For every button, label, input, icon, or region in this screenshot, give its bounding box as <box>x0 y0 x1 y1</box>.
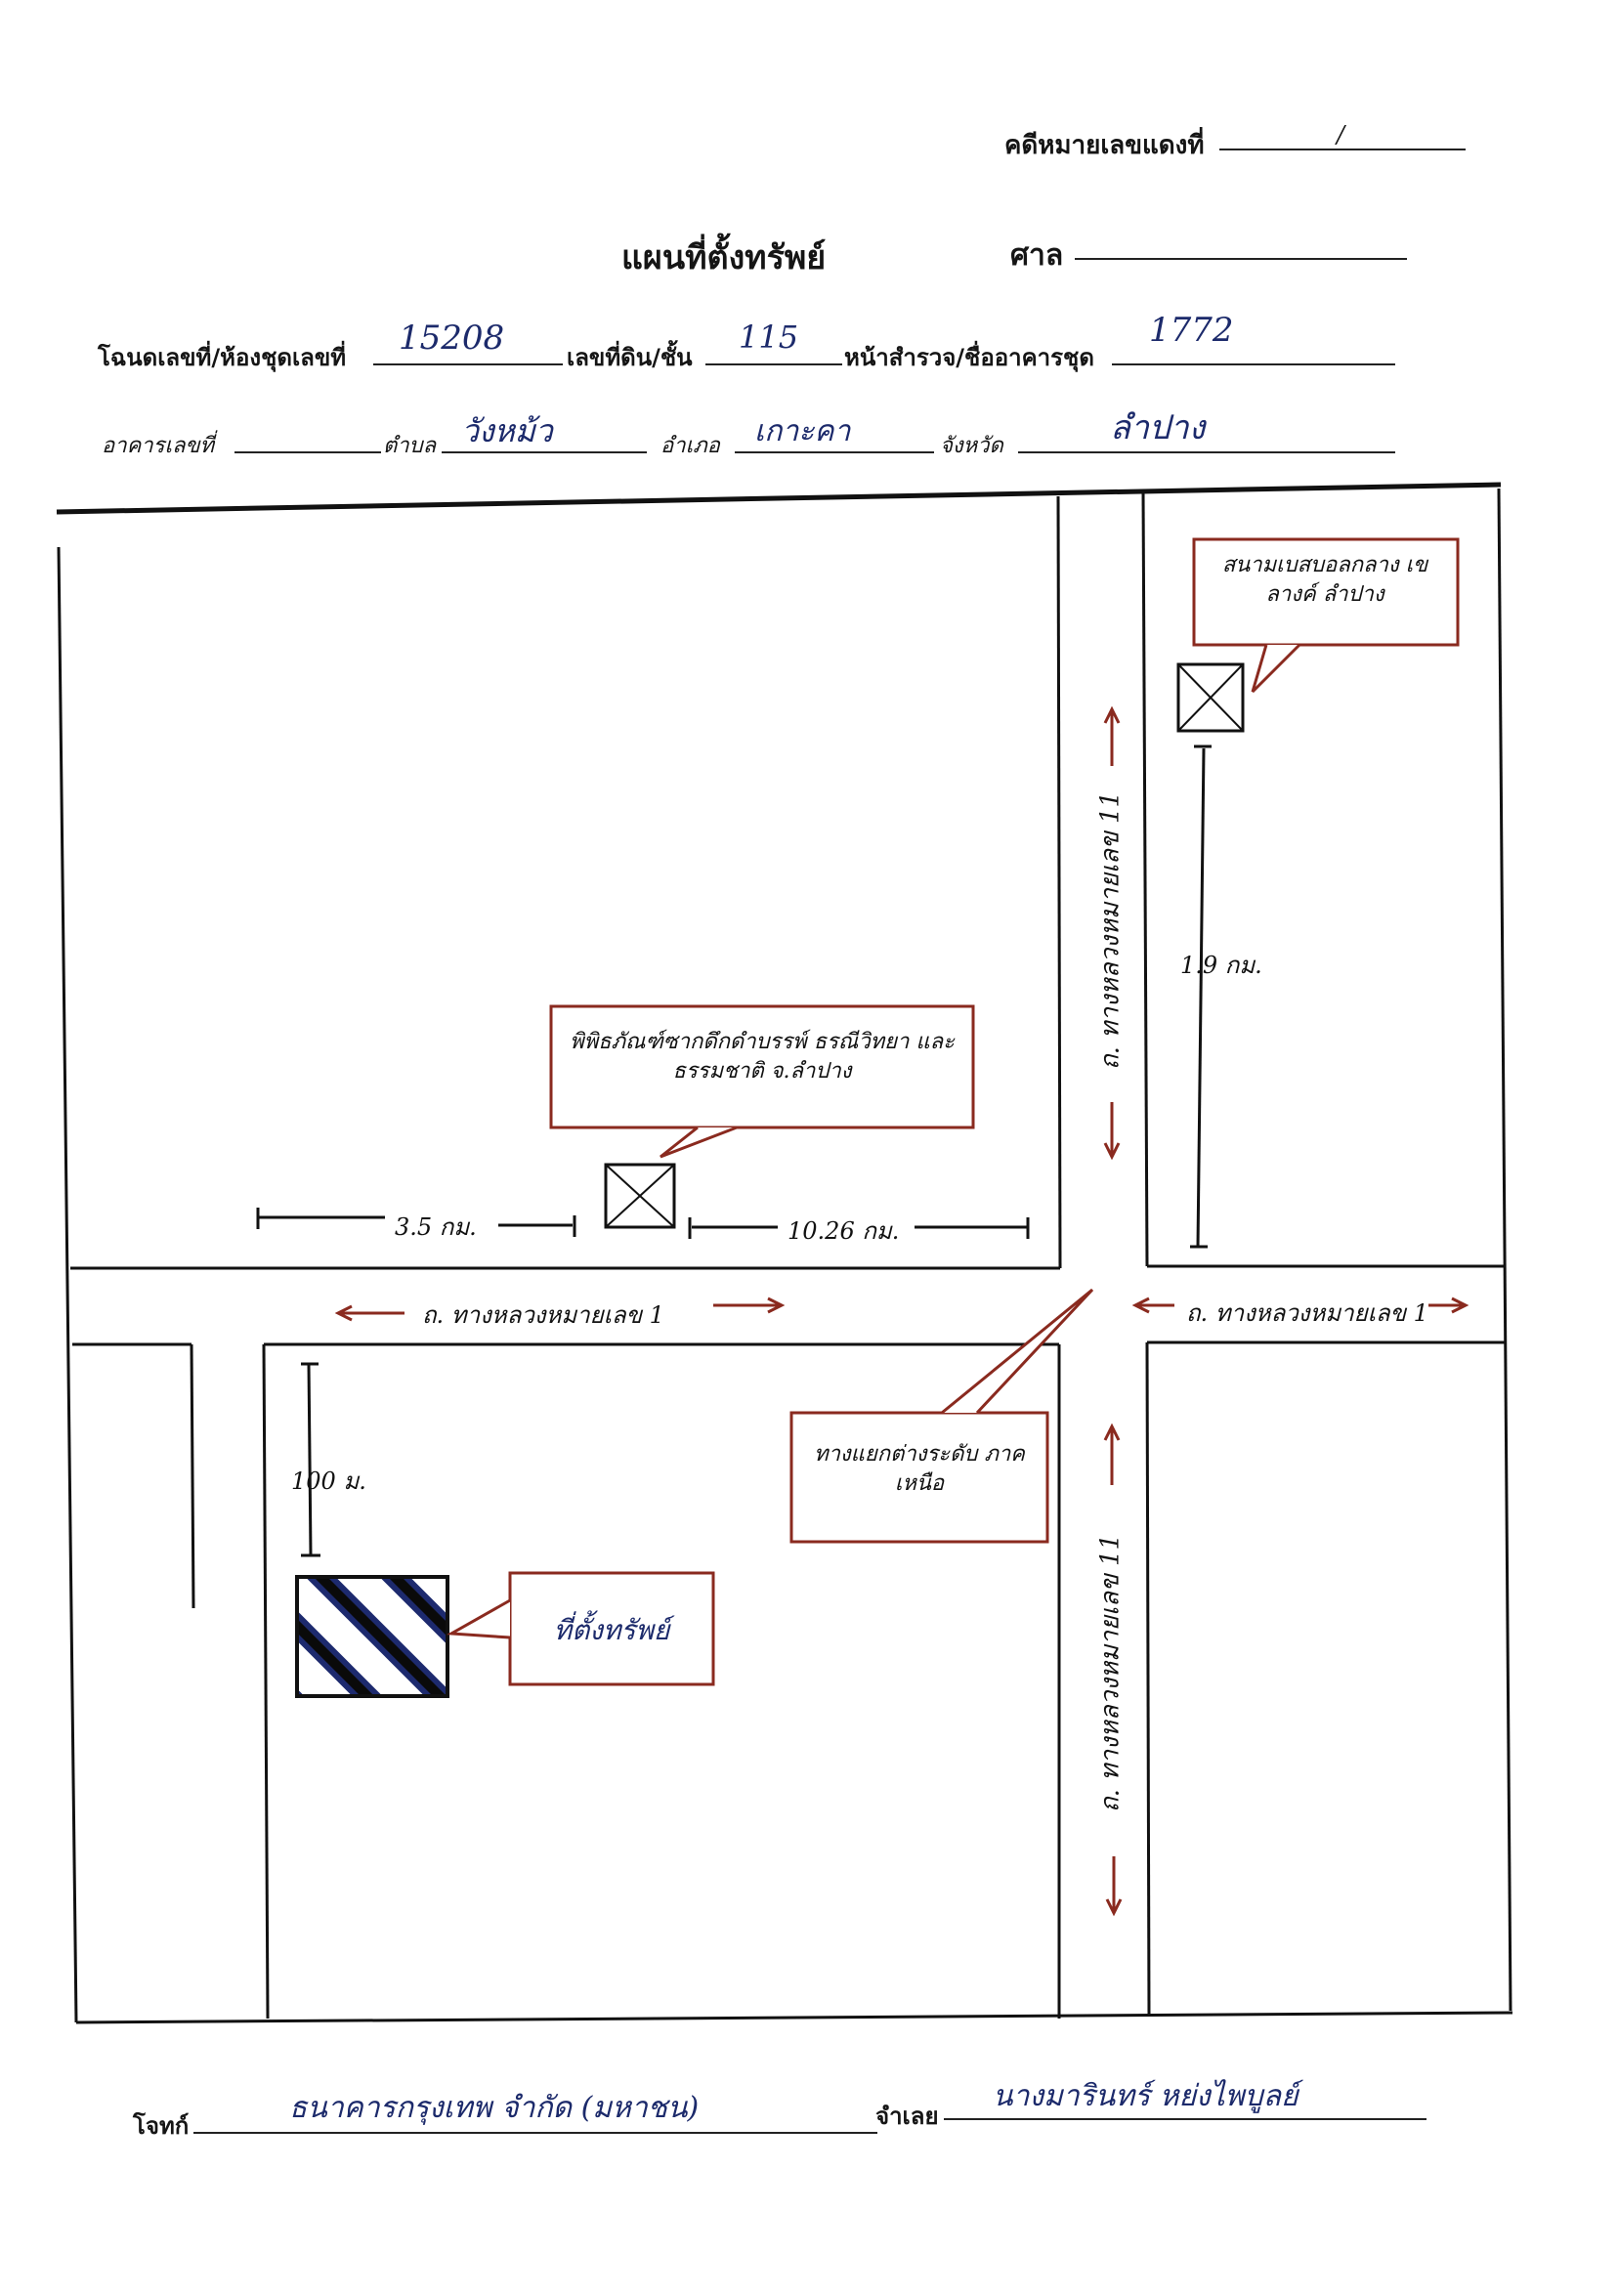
stadium-callout-box <box>1192 537 1460 647</box>
property-marker <box>297 1577 447 1696</box>
survey-value: 1772 <box>1149 311 1234 350</box>
subdistrict-value: วังหม้ว <box>461 412 553 449</box>
intersection-callout-pointer <box>941 1288 1094 1415</box>
building-number-line <box>234 451 381 453</box>
dist-left-label: 3.5 กม. <box>395 1213 477 1241</box>
road-h-label-right: ถ. ทางหลวงหมายเลข 1 <box>1186 1299 1428 1327</box>
stadium-marker <box>1176 662 1245 733</box>
dist-vertical-label: 1.9 กม. <box>1180 952 1262 979</box>
road-v-left-edge <box>1056 495 1062 1269</box>
road-v-right-edge-lower <box>1145 1341 1151 2018</box>
museum-marker <box>604 1163 676 1229</box>
case-number-label: คดีหมายเลขแดงที่ <box>1004 131 1205 160</box>
plaintiff-label: โจทก์ <box>133 2112 190 2140</box>
map-right-border <box>1497 488 1512 2012</box>
plaintiff-line <box>193 2132 877 2134</box>
dist-vertical-line <box>1196 747 1206 1248</box>
court-label: ศาล <box>1010 238 1064 273</box>
intersection-label: ทางแยกต่างระดับ ภาคเหนือ <box>814 1442 1025 1496</box>
side-road-left-edge <box>190 1343 195 1609</box>
map-left-border <box>57 546 78 2023</box>
road-v-arrows-lower <box>1103 1423 1123 1917</box>
defendant-line <box>944 2118 1426 2120</box>
province-label: จังหวัด <box>940 434 1003 458</box>
side-road-right-edge <box>262 1343 270 2020</box>
dist-right-line <box>688 1217 1030 1239</box>
museum-callout-box <box>549 1004 975 1129</box>
district-line <box>735 451 934 453</box>
case-number-value: / <box>1337 121 1345 149</box>
subdistrict-line <box>442 451 647 453</box>
survey-line <box>1112 363 1395 365</box>
property-label: ที่ตั้งทรัพย์ <box>553 1614 670 1646</box>
museum-callout-pointer <box>660 1126 738 1159</box>
road-v-label-lower: ถ. ทางหลวงหมายเลข 11 <box>1095 1533 1126 1813</box>
road-h-label-left: ถ. ทางหลวงหมายเลข 1 <box>422 1301 664 1329</box>
stadium-label: สนามเบสบอลกลาง เขลางค์ ลำปาง <box>1221 553 1428 607</box>
province-line <box>1018 451 1395 453</box>
property-callout-pointer <box>446 1598 511 1639</box>
deed-line <box>373 363 563 365</box>
dist-left-line <box>256 1208 576 1237</box>
road-v-right-edge <box>1141 489 1149 1267</box>
road-v-label-upper: ถ. ทางหลวงหมายเลข 11 <box>1095 790 1126 1071</box>
dist-right-label: 10.26 กม. <box>788 1217 900 1245</box>
deed-value: 15208 <box>399 319 505 358</box>
court-line <box>1075 258 1407 260</box>
map-top-border <box>56 482 1502 515</box>
page-title: แผนที่ตั้งทรัพย์ <box>621 238 827 277</box>
defendant-label: จำเลย <box>875 2103 939 2130</box>
survey-label: หน้าสำรวจ/ชื่ออาคารชุด <box>844 344 1094 371</box>
subdistrict-label: ตำบล <box>383 434 437 458</box>
building-number-label: อาคารเลขที่ <box>102 434 214 458</box>
road-h-arrows <box>334 1297 1469 1322</box>
map-bottom-border <box>75 2011 1513 2024</box>
land-number-value: 115 <box>739 319 799 356</box>
district-value: เกาะคา <box>754 414 851 448</box>
plaintiff-value: ธนาคารกรุงเทพ จำกัด (มหาชน) <box>289 2091 700 2125</box>
intersection-callout-box <box>789 1411 1049 1544</box>
museum-label: พิพิธภัณฑ์ซากดึกดำบรรพ์ ธรณีวิทยา และธรร… <box>570 1030 955 1084</box>
province-value: ลำปาง <box>1110 408 1206 447</box>
dist-property-label: 100 ม. <box>291 1467 366 1495</box>
land-number-line <box>705 363 842 365</box>
road-v-arrows-upper <box>1103 705 1121 1161</box>
deed-label: โฉนดเลขที่/ห้องชุดเลขที่ <box>98 344 347 371</box>
stadium-callout-pointer <box>1251 643 1301 694</box>
defendant-value: นางมารินทร์ หย่งไพบูลย์ <box>993 2079 1299 2113</box>
land-number-label: เลขที่ดิน/ชั้น <box>567 344 693 371</box>
dist-property-line <box>307 1363 313 1556</box>
district-label: อำเภอ <box>660 434 720 458</box>
case-number-line <box>1219 149 1466 150</box>
